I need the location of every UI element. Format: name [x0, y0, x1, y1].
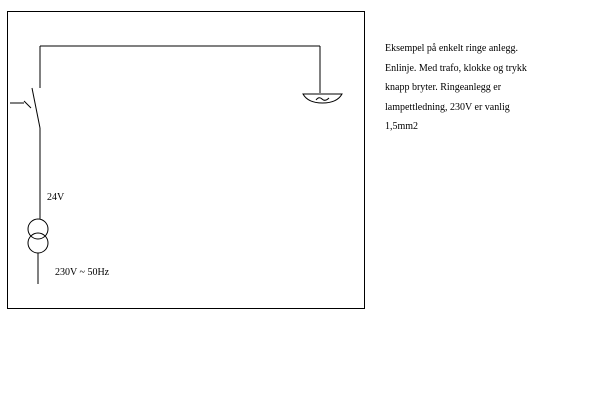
- push-button-switch-icon: [10, 46, 41, 210]
- description-text: Eksempel på enkelt ringe anlegg. Enlinje…: [385, 39, 575, 137]
- bell-icon: [302, 93, 343, 104]
- description-line: Enlinje. Med trafo, klokke og trykk: [385, 62, 527, 74]
- transformer-icon: [27, 218, 49, 254]
- mains-voltage-label: 230V ~ 50Hz: [55, 267, 110, 278]
- description-line: Eksempel på enkelt ringe anlegg.: [385, 43, 519, 54]
- diagram-frame: [7, 11, 365, 309]
- description-line: lampettledning, 230V er vanlig: [385, 101, 510, 113]
- description-line: 1,5mm2: [385, 121, 419, 132]
- low-voltage-label: 24V: [47, 192, 65, 203]
- description-line: knapp bryter. Ringeanlegg er: [385, 82, 502, 93]
